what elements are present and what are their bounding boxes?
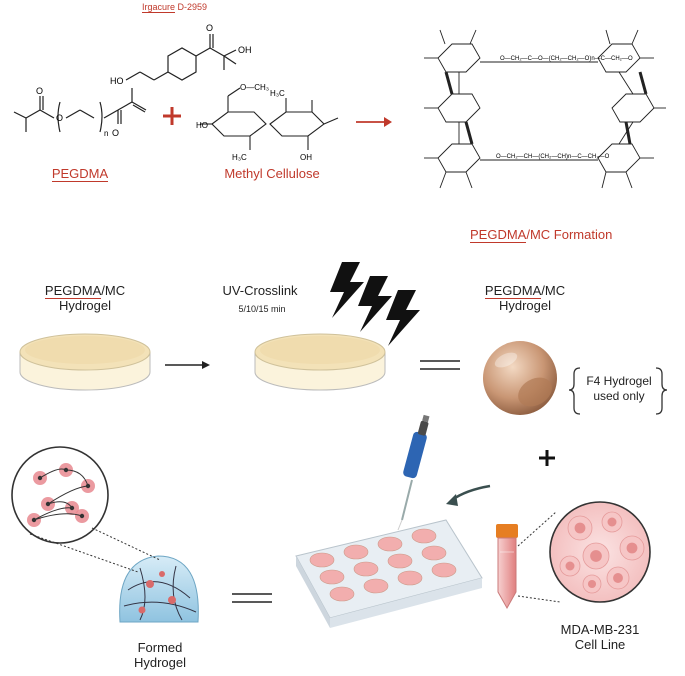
formed-hydrogel-icon [119,555,199,623]
uv-lightning-icon [330,262,420,346]
plus-icon [163,107,181,125]
network-fiber [39,468,67,479]
well [343,544,369,560]
mc-och3-top: O—CH₃ [240,83,269,92]
step1-pegdma: PEGDMA [44,283,102,299]
uv-crosslink-times: 5/10/15 min [238,304,286,314]
network-chain-bottom: O—CH₂—CH—(CH₂—CH)n—C—CH₂—O [496,154,610,160]
cell-line-name: MDA-MB-231 [560,622,640,637]
network-fiber [47,485,89,505]
cell-nucleus [587,579,597,589]
plus-icon-2 [539,450,555,466]
well [353,561,379,577]
network-fiber [33,507,73,521]
irgacure-code: D-2959 [175,2,208,12]
cell-tube-icon [496,524,518,610]
step3-hydrogel: Hydrogel [498,298,552,313]
network-fiber [47,501,73,509]
pegdma-o3: O [112,128,119,138]
pegdma-structure [13,88,147,133]
mc-h3c: H₃C [270,89,285,98]
pegdma-o2: O [56,113,63,123]
network-structure [424,29,666,189]
equals-sign-2 [232,593,272,603]
well [377,536,403,552]
step3-pegdma: PEGDMA [484,283,542,299]
cell-nucleus [590,550,602,562]
formed-hydrogel-label: Formed Hydrogel [110,640,210,670]
pegdma-n: n [104,129,108,138]
pink-cells [559,511,645,594]
cell-nucleus [626,542,638,554]
well [309,552,335,568]
mc-oh-bottom: OH [300,153,312,162]
well [329,586,355,602]
mc-ho: HO [196,121,208,130]
well [363,578,389,594]
cell-nucleus [613,573,623,583]
formation-pegdma: PEGDMA [470,227,527,243]
well [411,528,437,544]
petri-dish-1 [19,333,151,391]
note-line-1: F4 Hydrogel [586,374,652,388]
formation-label: PEGDMA/MC Formation [470,227,630,243]
irgacure-brand: Irgacure [142,2,176,13]
step1-hydrogel: Hydrogel [58,298,112,313]
network-fiber [33,513,83,521]
zoom-cells [27,463,95,527]
arrow-dish-to-uv [165,361,210,369]
step1-label: PEGDMA/MC Hydrogel [30,283,140,313]
irgacure-ho: HO [110,76,124,86]
irgacure-structure [125,34,237,81]
network-wedges [444,71,648,145]
cell-nucleus [574,522,586,534]
well [319,569,345,585]
step1-mc: /MC [101,283,126,298]
methyl-cellulose-structure [200,87,339,150]
pipette-icon [397,414,430,531]
equals-sign-1 [420,360,460,370]
step3-label: PEGDMA/MC Hydrogel [470,283,580,313]
hydrogel-zoom-circle [11,446,161,573]
methyl-cellulose-label: Methyl Cellulose [224,166,320,181]
formed-line-2: Hydrogel [133,655,187,670]
irgacure-o: O [206,23,213,33]
cell-nucleus [565,561,575,571]
well [397,570,423,586]
cell-line-word: Cell Line [574,637,626,652]
network-chain-top: O—CH₂—C—O—(CH₂—CH₂—O)n—C—CH₂—O [500,56,633,62]
cell-nucleus [607,517,617,527]
uv-crosslink-title: UV-Crosslink [222,283,298,298]
irgacure-oh: OH [238,45,252,55]
hydrogel-sphere [483,341,557,415]
pegdma-o1: O [36,86,43,96]
mc-h3c-bottom: H₃C [232,153,247,162]
formation-rest: /MC Formation [526,227,613,242]
pegdma-text: PEGDMA [51,166,109,182]
step3-mc: /MC [541,283,566,298]
note-text: F4 Hydrogel used only [581,374,657,404]
well [431,562,457,578]
note-bracket [568,367,668,415]
note-line-2: used only [593,389,645,403]
irgacure-label: Irgacure D-2959 [142,2,208,13]
wells [309,528,457,602]
curved-arrow [446,484,491,506]
reaction-arrow [356,117,392,127]
well [387,553,413,569]
cell-line-label: MDA-MB-231 Cell Line [545,622,655,652]
network-fiber [65,469,89,487]
formed-line-1: Formed [137,640,183,655]
well [421,545,447,561]
petri-dish-2 [254,333,386,391]
pegdma-label: PEGDMA [40,166,120,182]
